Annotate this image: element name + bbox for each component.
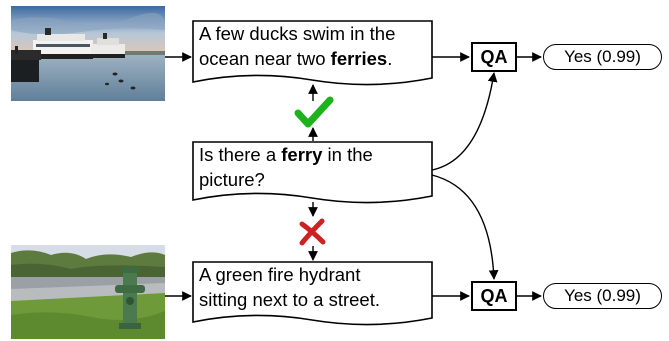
top-caption-outline [192,20,433,86]
cross-icon [299,218,326,246]
top-caption-line2-prefix: ocean near two [199,48,331,69]
checkmark-icon [294,96,334,128]
top-caption-line2-suffix: . [387,48,393,69]
bottom-caption-outline [192,261,433,326]
question-box: Is there a ferry in the picture? [193,142,432,198]
answer-top: Yes (0.99) [543,44,662,70]
qa-box-bottom: QA [471,281,517,311]
arrow-question-to-qa-bottom [431,174,499,280]
top-caption-box: A few ducks swim in the ocean near two f… [193,21,432,81]
top-caption-keyword: ferries [330,48,388,69]
question-keyword: ferry [281,144,323,165]
answer-bottom: Yes (0.99) [543,283,662,309]
arrow-question-to-qa-top [431,72,498,171]
question-line2: picture? [199,169,265,190]
bottom-caption-line1: A green fire hydrant [199,264,361,285]
bottom-caption-line2: sitting next to a street. [199,289,380,310]
question-outline [192,141,433,204]
question-line1-suffix: in the [322,144,373,165]
bottom-caption-box: A green fire hydrant sitting next to a s… [193,262,432,322]
top-caption-line2: ocean near two ferries. [199,46,426,71]
top-caption-line1: A few ducks swim in the [199,23,396,44]
question-line1: Is there a ferry in the [199,142,426,167]
ferry-photo [11,6,165,101]
question-line1-prefix: Is there a [199,144,282,165]
hydrant-photo [11,245,165,339]
qa-box-top: QA [471,42,517,72]
